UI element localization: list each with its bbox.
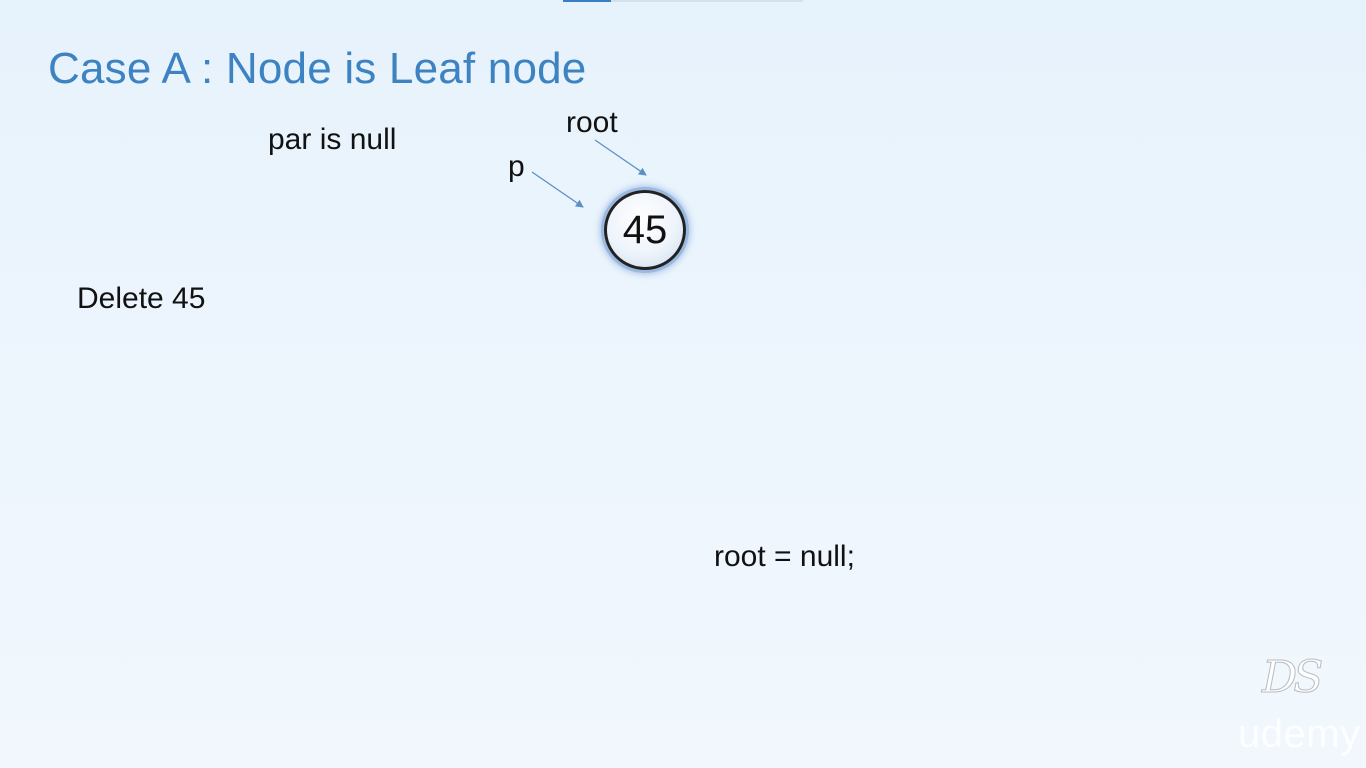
udemy-watermark: udemy: [1238, 712, 1361, 756]
par-null-note: par is null: [268, 123, 397, 156]
slide-title: Case A : Node is Leaf node: [48, 44, 587, 93]
video-progress-bar[interactable]: [563, 0, 803, 2]
ds-logo-watermark: DS: [1261, 652, 1323, 704]
root-pointer-label: root: [566, 106, 618, 139]
code-statement: root = null;: [714, 540, 855, 573]
root-arrow: [594, 139, 647, 176]
operation-label: Delete 45: [77, 282, 206, 315]
video-progress-fill: [563, 0, 611, 2]
tree-node-45: 45: [604, 190, 686, 270]
node-value: 45: [622, 207, 668, 252]
p-arrow: [531, 171, 584, 208]
p-pointer-label: p: [508, 150, 525, 183]
